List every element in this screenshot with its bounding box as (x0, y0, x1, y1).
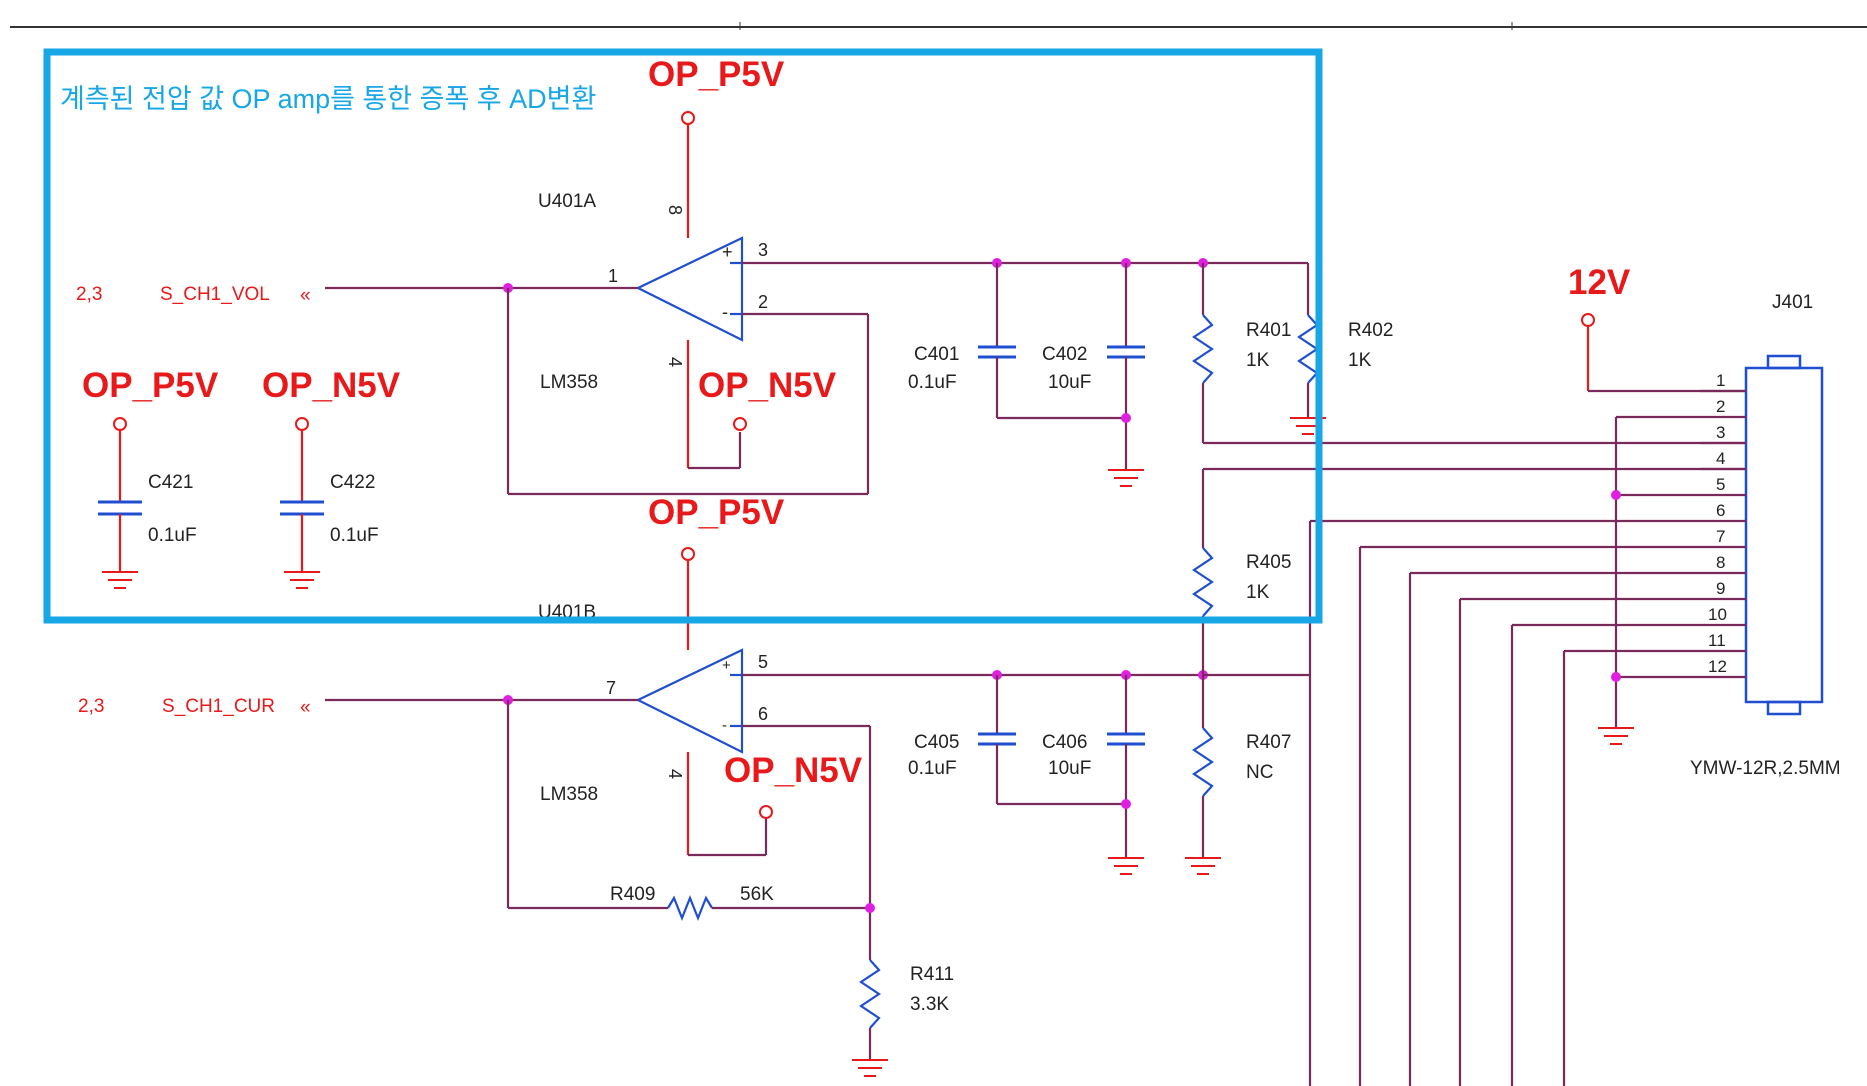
c422-value: 0.1uF (330, 525, 379, 546)
annotation-text: 계측된 전압 값 OP amp를 통한 증폭 후 AD변환 (60, 84, 596, 114)
u401a-pin-plus: 3 (758, 240, 768, 260)
j401-pin-7: 7 (1716, 527, 1725, 546)
j401-pin-9: 9 (1716, 579, 1725, 598)
u401a-pin-out: 1 (608, 266, 618, 286)
svg-text:+: + (722, 657, 731, 674)
r405-value: 1K (1246, 582, 1270, 603)
r405-ref: R405 (1246, 552, 1291, 573)
c422-ref: C422 (330, 472, 375, 493)
power-label-12v: 12V (1568, 263, 1631, 302)
net-cur-name: S_CH1_CUR (162, 696, 275, 717)
svg-text:«: « (300, 697, 311, 718)
net-vol-ref: 2,3 (76, 284, 102, 305)
c405-ref: C405 (914, 732, 959, 753)
j401-pin-6: 6 (1716, 501, 1725, 520)
u401b-pin-plus: 5 (758, 652, 768, 672)
svg-text:-: - (722, 717, 727, 734)
c421-value: 0.1uF (148, 525, 197, 546)
r411-ref: R411 (910, 964, 954, 985)
j401-ref: J401 (1772, 292, 1813, 313)
r402-ref: R402 (1348, 320, 1393, 341)
power-label-op-n5v-bot: OP_N5V (724, 751, 863, 790)
j401-pin-12: 12 (1708, 657, 1727, 676)
u401a-pin-vee: 4 (665, 357, 685, 367)
r401-ref: R401 (1246, 320, 1291, 341)
r407-ref: R407 (1246, 732, 1291, 753)
j401-pin-10: 10 (1708, 605, 1727, 624)
u401b-pin-minus: 6 (758, 704, 768, 724)
j401-part: YMW-12R,2.5MM (1690, 758, 1841, 779)
c406-ref: C406 (1042, 732, 1087, 753)
c406-value: 10uF (1048, 758, 1091, 779)
svg-text:+: + (722, 242, 733, 262)
c402-ref: C402 (1042, 344, 1087, 365)
c421-ref: C421 (148, 472, 193, 493)
u401b-part: LM358 (540, 784, 598, 805)
r402-value: 1K (1348, 350, 1372, 371)
j401-pin-3: 3 (1716, 423, 1725, 442)
u401a-pin-minus: 2 (758, 292, 768, 312)
power-label-op-n5v-dec: OP_N5V (262, 366, 401, 405)
j401-pin-11: 11 (1708, 631, 1726, 650)
connector-j401-body (1744, 366, 1824, 704)
c405-value: 0.1uF (908, 758, 957, 779)
u401a-part: LM358 (540, 372, 598, 393)
r409-ref: R409 (610, 884, 655, 905)
u401b-pin-out: 7 (606, 678, 616, 698)
svg-text:-: - (722, 302, 728, 322)
opamp-u401b: + - (635, 648, 744, 754)
j401-pin-1: 1 (1716, 371, 1725, 390)
c401-ref: C401 (914, 344, 959, 365)
annotation-box (43, 48, 1323, 624)
power-label-op-p5v-top: OP_P5V (648, 55, 785, 94)
j401-pin-8: 8 (1716, 553, 1725, 572)
u401b-pin-vee: 4 (665, 769, 685, 779)
j401-pin-2: 2 (1716, 397, 1725, 416)
power-label-op-n5v-top: OP_N5V (698, 366, 837, 405)
net-cur-ref: 2,3 (78, 696, 104, 717)
r411-value: 3.3K (910, 994, 949, 1015)
connector-pin-numbers: 1 2 3 4 5 6 7 8 9 10 11 12 (1708, 371, 1727, 676)
power-label-op-p5v-dec: OP_P5V (82, 366, 219, 405)
j401-pin-4: 4 (1716, 449, 1725, 468)
power-label-op-p5v-mid: OP_P5V (648, 493, 785, 532)
r407-value: NC (1246, 762, 1273, 783)
r401-value: 1K (1246, 350, 1270, 371)
svg-text:«: « (300, 285, 311, 306)
j401-pin-5: 5 (1716, 475, 1725, 494)
c401-value: 0.1uF (908, 372, 957, 393)
r409-value: 56K (740, 884, 774, 905)
net-vol-name: S_CH1_VOL (160, 284, 270, 305)
u401a-ref: U401A (538, 191, 596, 212)
c402-value: 10uF (1048, 372, 1091, 393)
opamp-u401a: + - (635, 236, 744, 342)
u401a-pin-vcc: 8 (665, 205, 685, 215)
